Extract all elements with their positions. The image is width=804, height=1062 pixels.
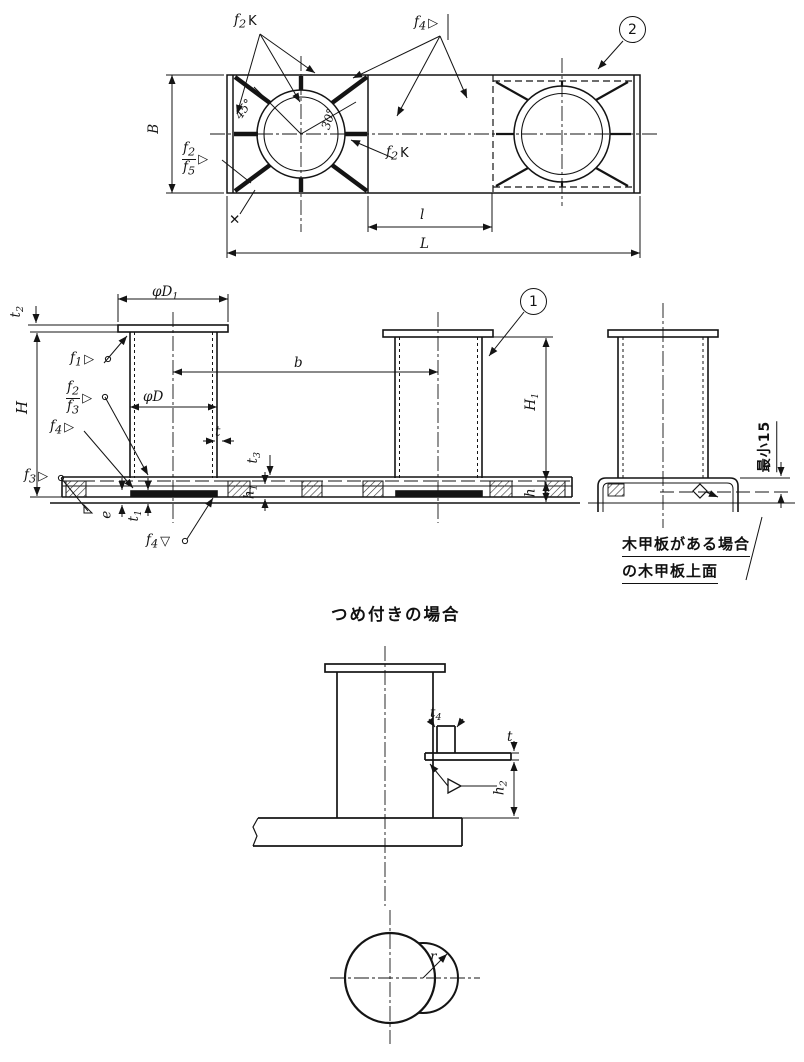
fillet-weld-symbol-icon: ▷ bbox=[198, 151, 209, 167]
fillet-weld-symbol-icon: ▷ bbox=[64, 420, 75, 436]
dim-label-r: r bbox=[430, 949, 437, 965]
dim-label-H1: H1 bbox=[523, 392, 542, 411]
claw-bottom-centerlines bbox=[330, 910, 480, 1044]
k-weld-symbol-icon: K bbox=[248, 14, 257, 30]
weld-label-f4-top: f4 ▷ bbox=[414, 14, 439, 33]
weld-label-f4-bottom: f4 ▽ bbox=[146, 532, 171, 551]
dim-label-t1: t1 bbox=[125, 510, 144, 522]
weld-label-f4: f4 ▷ bbox=[50, 418, 75, 437]
fillet-weld-symbol-icon: ▷ bbox=[38, 469, 49, 485]
x-mark-icon: ✕ bbox=[229, 212, 241, 228]
dim-label-h2: h2 bbox=[491, 780, 510, 796]
dim-label-B: B bbox=[146, 123, 163, 134]
part-balloon-1: 1 bbox=[520, 288, 547, 315]
fillet-weld-symbol-icon: ▷ bbox=[428, 16, 439, 32]
dim-label-e: e bbox=[98, 510, 115, 519]
plan-dimensions bbox=[166, 14, 641, 258]
claw-dimensions bbox=[426, 717, 519, 819]
weld-label-f2-f5: f2 f5 ▷ bbox=[182, 140, 209, 178]
k-weld-symbol-icon: K bbox=[400, 146, 409, 162]
weld-label-f2-mid: f2 K bbox=[386, 144, 409, 163]
dim-label-l: l bbox=[420, 207, 425, 223]
fillet-weld-symbol-icon: ▷ bbox=[82, 390, 93, 406]
weld-label-f1: f1 ▷ bbox=[70, 350, 95, 369]
dim-label-phiD: φD bbox=[143, 389, 164, 405]
note-wood-deck-line2: の木甲板上面 bbox=[622, 560, 719, 584]
part-balloon-2: 2 bbox=[619, 16, 646, 43]
dim-label-t-claw: t bbox=[507, 729, 513, 745]
weld-label-f2-f3: f2 f3 ▷ bbox=[66, 379, 93, 417]
dim-label-phiD1: φD1 bbox=[152, 284, 179, 302]
weld-label-f3-base: f3 ▷ bbox=[24, 467, 49, 486]
dim-label-h: h bbox=[522, 488, 539, 498]
elevation-centerlines bbox=[172, 303, 664, 528]
side-view-linework bbox=[588, 329, 795, 512]
note-wood-deck-line1: 木甲板がある場合 bbox=[622, 533, 751, 557]
note-min-15: 最小15 bbox=[754, 420, 778, 473]
dim-label-t3: t3 bbox=[244, 452, 263, 464]
dim-label-b: b bbox=[294, 355, 303, 371]
dim-label-h1: h1 bbox=[241, 484, 260, 500]
claw-section-title: つめ付きの場合 bbox=[331, 605, 461, 624]
elevation-linework bbox=[50, 324, 580, 504]
dim-label-t: t bbox=[215, 424, 221, 440]
fillet-weld-symbol-icon: ▷ bbox=[84, 352, 95, 368]
dim-label-H: H bbox=[13, 400, 32, 415]
dim-label-L: L bbox=[420, 236, 429, 252]
dim-label-t4: t4 bbox=[430, 705, 442, 723]
fillet-weld-down-symbol-icon: ▽ bbox=[160, 534, 171, 550]
claw-elevation-linework bbox=[252, 663, 512, 847]
weld-label-f2-top: f2 K bbox=[234, 12, 257, 31]
plan-centerlines bbox=[210, 56, 658, 232]
elevation-dimensions bbox=[28, 294, 790, 581]
dim-label-t2: t2 bbox=[7, 306, 26, 318]
